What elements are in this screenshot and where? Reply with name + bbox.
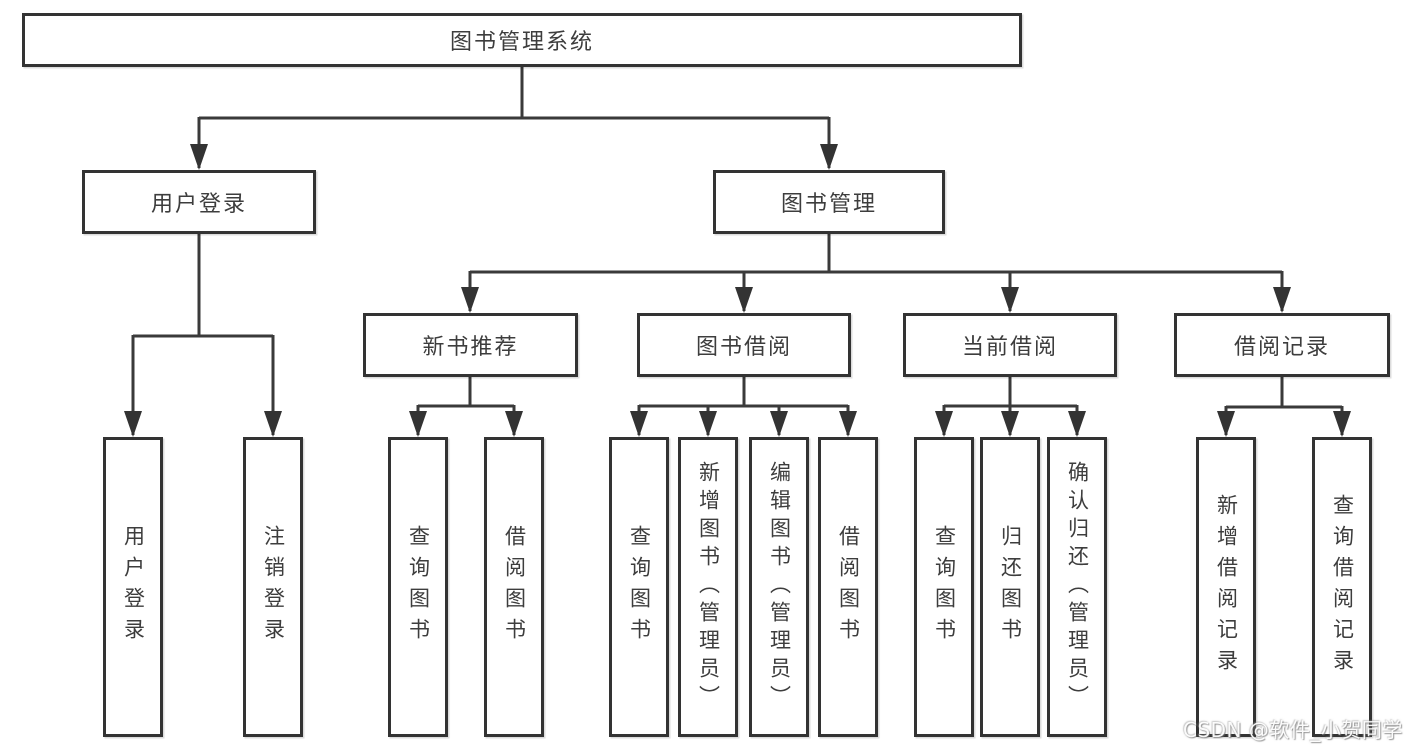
leaf-edit-book-admin: 编辑图书（管理员）	[749, 437, 809, 737]
leaf-add-book-admin: 新增图书（管理员）	[678, 437, 738, 737]
leaf-label: 查询图书	[406, 525, 431, 649]
leaf-label: 用户登录	[121, 525, 146, 649]
leaf-query-book-recommend: 查询图书	[388, 437, 448, 737]
leaf-borrow-book: 借阅图书	[818, 437, 878, 737]
node-new-book-recommend: 新书推荐	[363, 313, 578, 377]
leaf-borrow-book-recommend: 借阅图书	[484, 437, 544, 737]
leaf-label: 编辑图书（管理员）	[767, 461, 792, 713]
leaf-add-borrow-record: 新增借阅记录	[1196, 437, 1256, 737]
leaf-confirm-return-admin: 确认归还（管理员）	[1047, 437, 1107, 737]
leaf-return-book: 归还图书	[980, 437, 1040, 737]
node-label: 用户登录	[150, 192, 247, 217]
leaf-label: 归还图书	[998, 525, 1023, 649]
leaf-label: 新增图书（管理员）	[696, 461, 721, 713]
node-label: 图书管理系统	[449, 30, 594, 55]
leaf-label: 查询借阅记录	[1330, 494, 1355, 680]
leaf-query-borrow-record: 查询借阅记录	[1312, 437, 1372, 737]
node-label: 图书管理	[780, 192, 877, 217]
leaf-logout: 注销登录	[243, 437, 303, 737]
leaf-label: 查询图书	[932, 525, 957, 649]
node-book-borrowing: 图书借阅	[637, 313, 851, 377]
node-current-borrowing: 当前借阅	[903, 313, 1117, 377]
leaf-label: 借阅图书	[836, 525, 861, 649]
leaf-label: 查询图书	[627, 525, 652, 649]
node-book-management: 图书管理	[713, 170, 945, 234]
node-root-system: 图书管理系统	[22, 13, 1022, 67]
leaf-user-login: 用户登录	[103, 437, 163, 737]
leaf-label: 确认归还（管理员）	[1065, 461, 1090, 713]
node-label: 新书推荐	[422, 335, 519, 360]
node-label: 图书借阅	[695, 335, 792, 360]
node-label: 当前借阅	[961, 335, 1058, 360]
leaf-query-book-current: 查询图书	[914, 437, 974, 737]
node-label: 借阅记录	[1233, 335, 1330, 360]
leaf-query-book-borrowing: 查询图书	[609, 437, 669, 737]
connector-group	[124, 66, 1351, 437]
node-user-login: 用户登录	[82, 170, 316, 234]
leaf-label: 注销登录	[261, 525, 286, 649]
leaf-label: 新增借阅记录	[1214, 494, 1239, 680]
csdn-watermark: CSDN @软件_小贺同学	[1183, 718, 1403, 742]
leaf-label: 借阅图书	[502, 525, 527, 649]
node-borrow-records: 借阅记录	[1174, 313, 1390, 377]
